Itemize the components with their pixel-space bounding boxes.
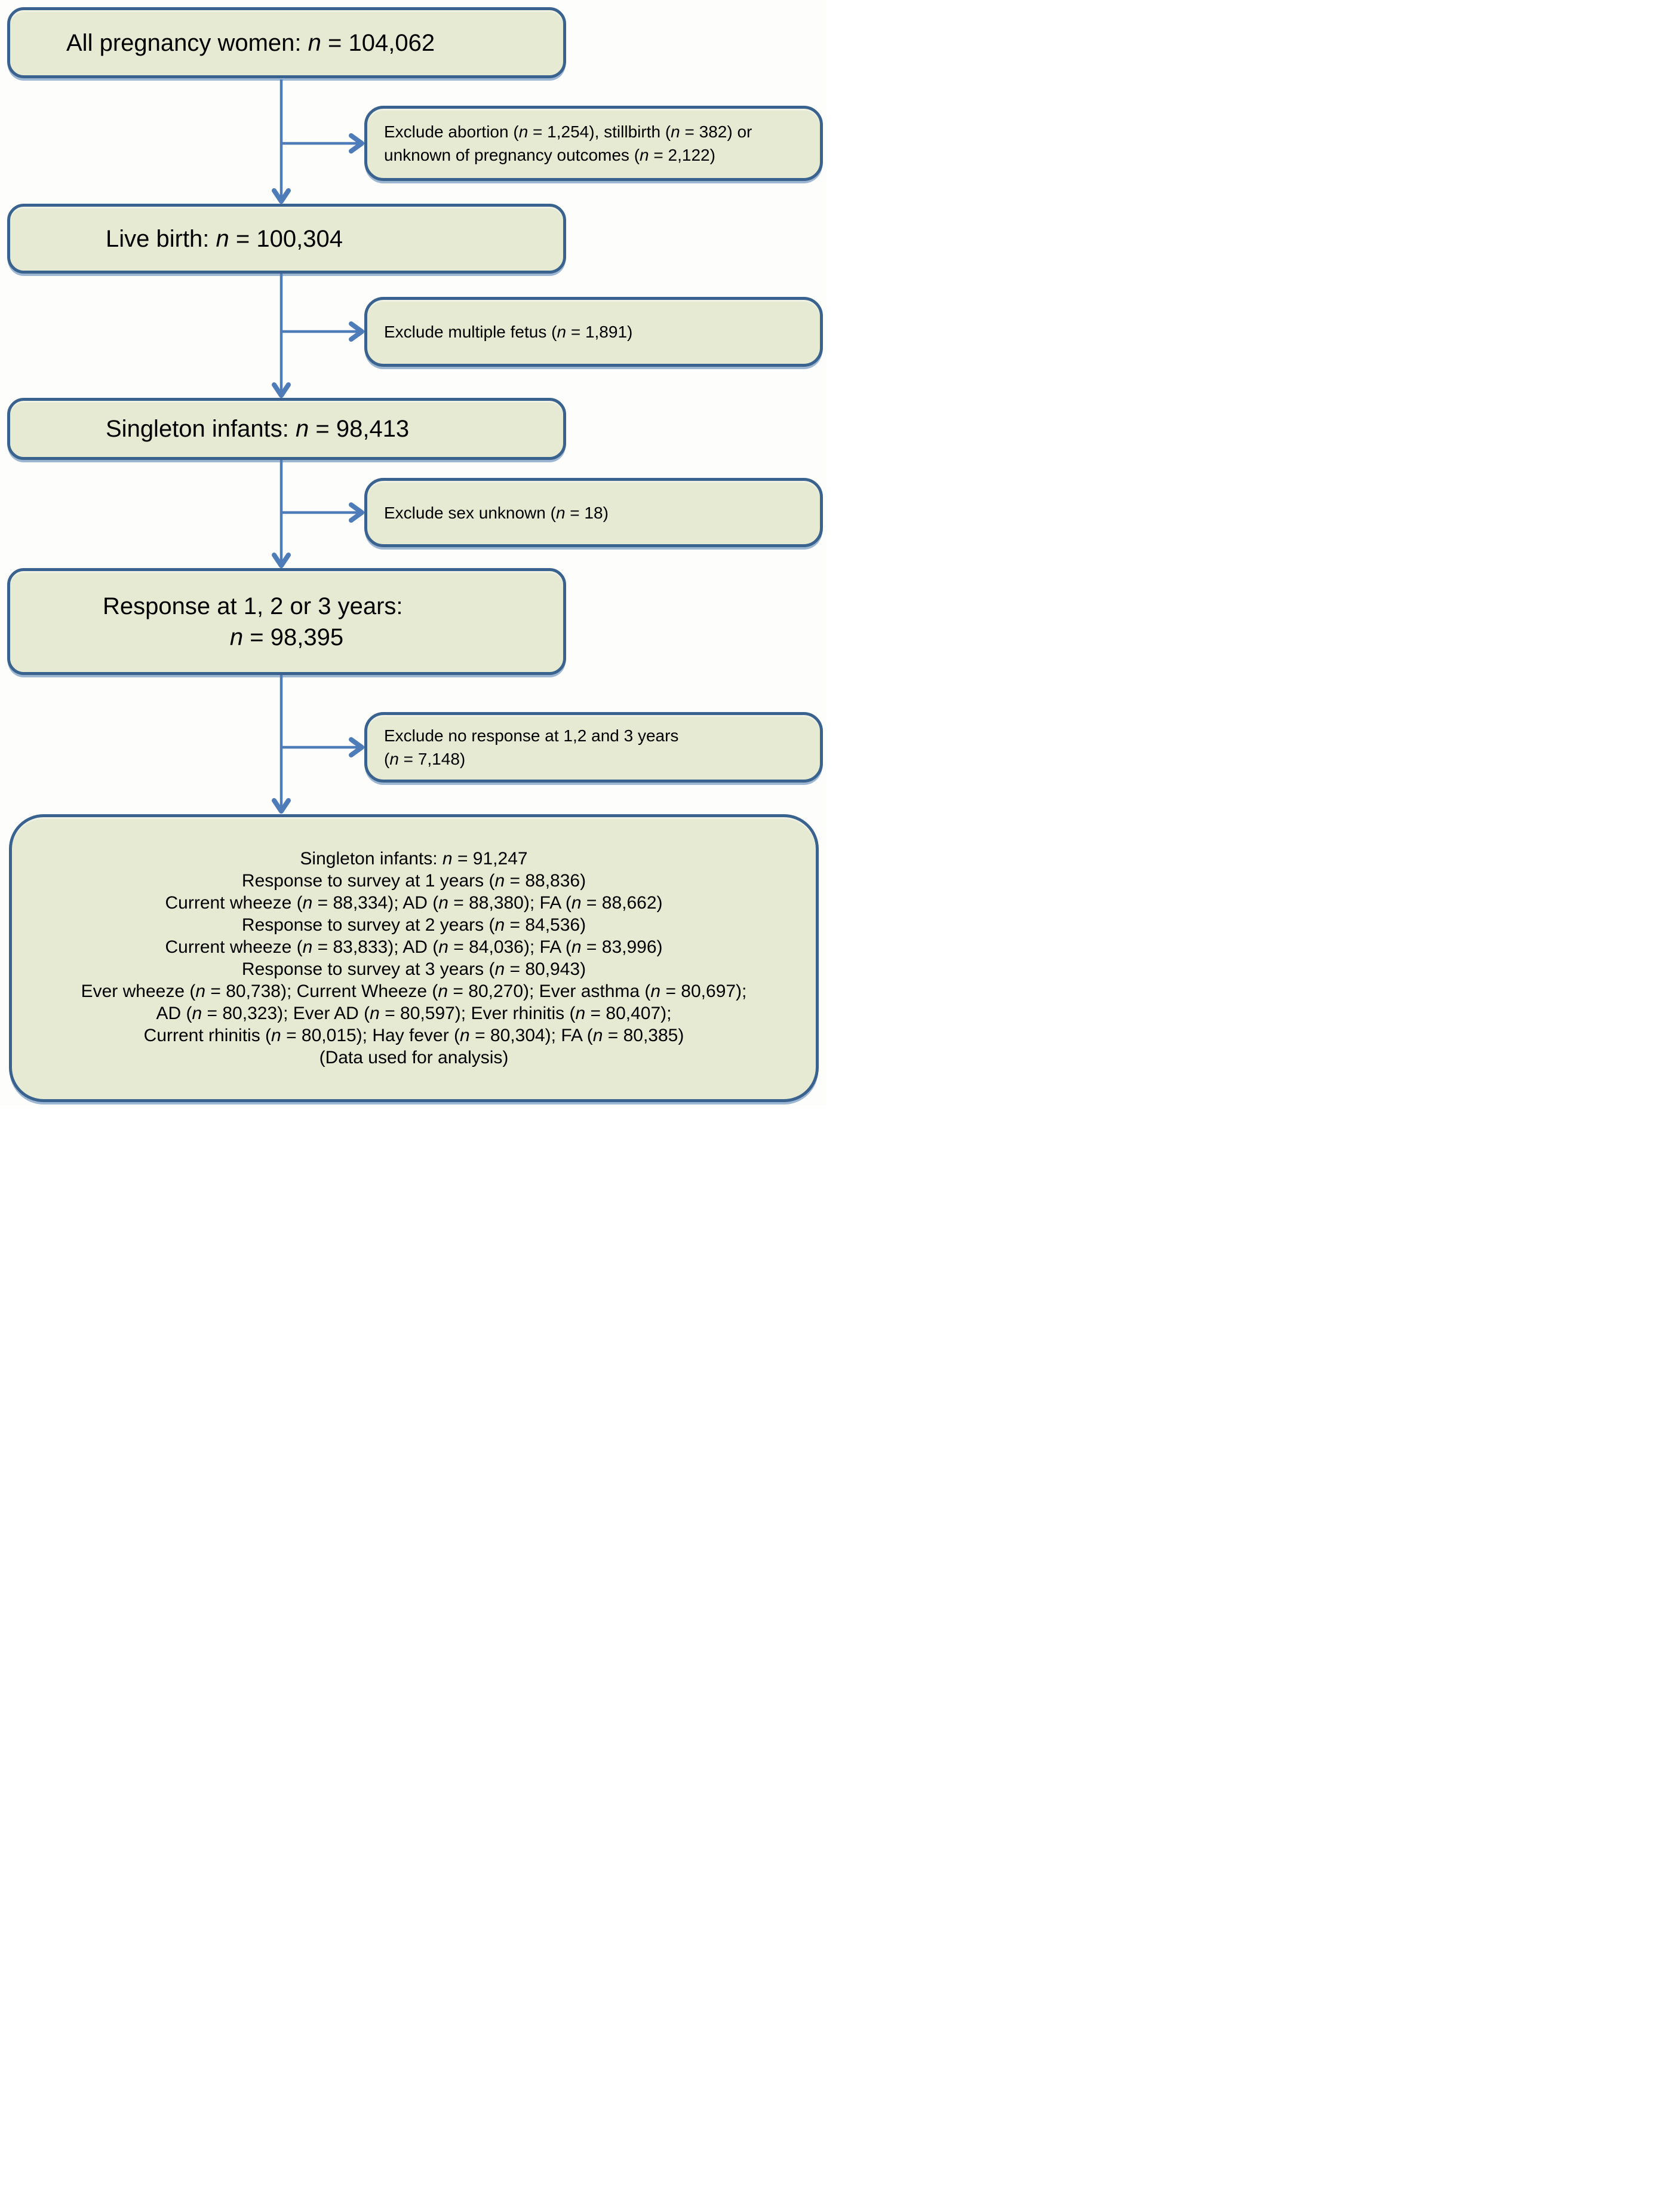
box-text-line: Current wheeze (n = 88,334); AD (n = 88,… (165, 893, 663, 913)
box-text-line: (n = 7,148) (384, 750, 466, 768)
box-text: Exclude sex unknown (n = 18) (384, 503, 609, 522)
arrow-right-icon (349, 321, 364, 342)
box-text: Exclude multiple fetus (n = 1,891) (384, 323, 633, 341)
box-text-line: n = 98,395 (229, 624, 344, 651)
box-all-pregnancy-women: All pregnancy women: n = 104,062 (7, 7, 566, 78)
box-text-line: Response at 1, 2 or 3 years: (103, 593, 403, 619)
connector-line-4 (279, 675, 358, 809)
box-text-line: Exclude abortion (n = 1,254), stillbirth… (384, 122, 752, 141)
box-singleton-infants: Singleton infants: n = 98,413 (7, 398, 566, 460)
box-text-line: Response to survey at 1 years (n = 88,83… (241, 871, 586, 891)
box-text-line: unknown of pregnancy outcomes (n = 2,122… (384, 146, 715, 164)
connector-line-3 (279, 460, 358, 563)
box-text-line: Ever wheeze (n = 80,738); Current Wheeze… (81, 981, 747, 1001)
box-text: Live birth: n = 100,304 (106, 225, 343, 252)
arrow-down-icon (272, 553, 291, 568)
connector-line-2 (279, 274, 358, 393)
box-text-line: Current wheeze (n = 83,833); AD (n = 84,… (165, 937, 663, 957)
box-final-analysis-population: Singleton infants: n = 91,247 Response t… (9, 814, 819, 1102)
box-text-line: Singleton infants: n = 91,247 (300, 849, 528, 869)
box-text-line: (Data used for analysis) (319, 1048, 509, 1067)
box-live-birth: Live birth: n = 100,304 (7, 204, 566, 274)
box-text-line: Exclude no response at 1,2 and 3 years (384, 726, 679, 745)
arrow-down-icon (272, 382, 291, 398)
box-text-line: Current rhinitis (n = 80,015); Hay fever… (143, 1026, 684, 1045)
box-exclude-no-response: Exclude no response at 1,2 and 3 years (… (364, 712, 823, 783)
study-flow-diagram: All pregnancy women: n = 104,062 Exclude… (0, 0, 826, 1106)
flow-connectors (272, 79, 364, 814)
box-text: Singleton infants: n = 98,413 (106, 416, 410, 442)
box-exclude-sex-unknown: Exclude sex unknown (n = 18) (364, 478, 823, 547)
arrow-right-icon (349, 133, 364, 154)
arrow-right-icon (349, 737, 364, 757)
box-text-line: AD (n = 80,323); Ever AD (n = 80,597); E… (156, 1004, 672, 1023)
box-exclude-pregnancy-outcomes: Exclude abortion (n = 1,254), stillbirth… (364, 106, 823, 181)
box-text-line: Response to survey at 3 years (n = 80,94… (241, 959, 586, 979)
box-text-line: Response to survey at 2 years (n = 84,53… (241, 915, 586, 935)
arrow-down-icon (272, 798, 291, 814)
connector-line-1 (279, 79, 358, 199)
box-exclude-multiple-fetus: Exclude multiple fetus (n = 1,891) (364, 297, 823, 367)
arrow-right-icon (349, 502, 364, 523)
box-response-at-1-2-3-years: Response at 1, 2 or 3 years: n = 98,395 (7, 568, 566, 675)
arrow-down-icon (272, 188, 291, 204)
box-text: All pregnancy women: n = 104,062 (66, 29, 435, 56)
